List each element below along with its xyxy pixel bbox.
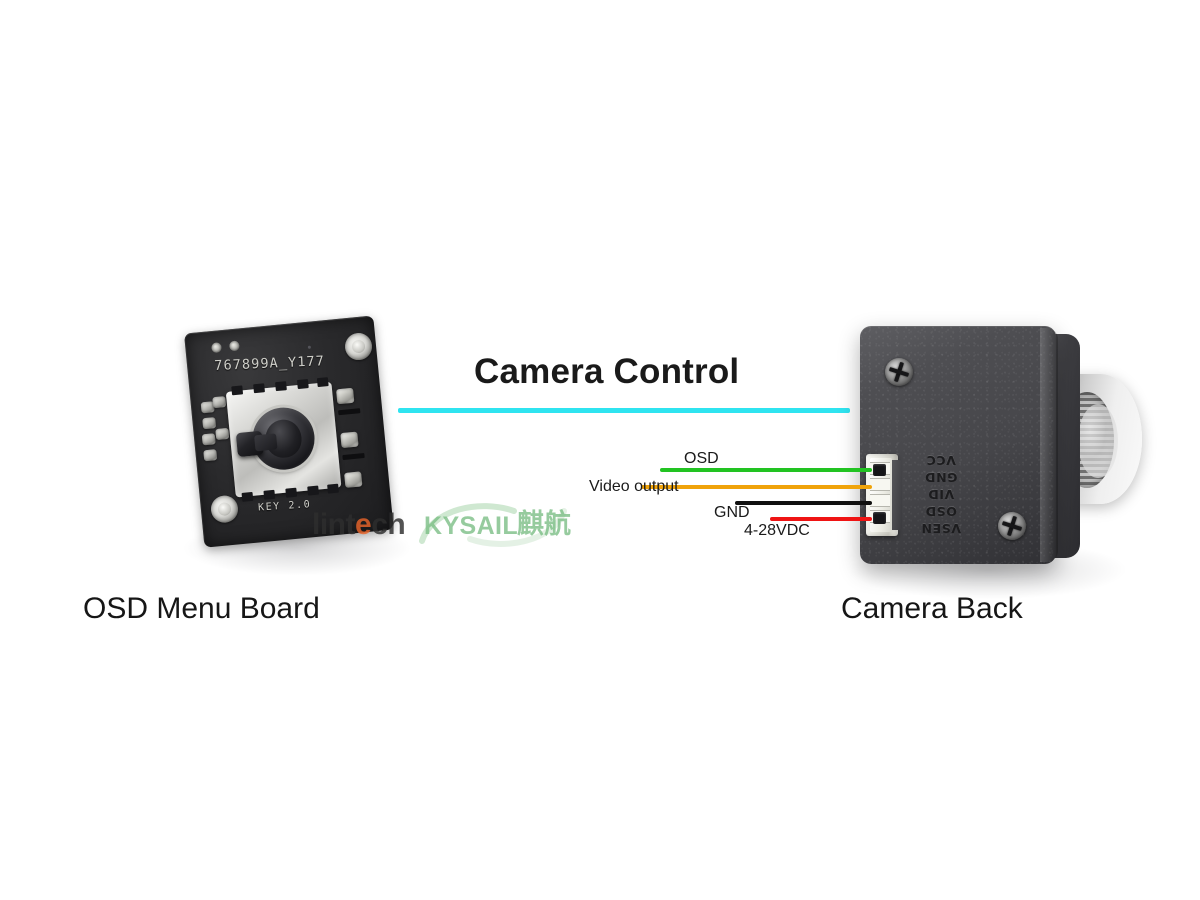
lens-glass bbox=[1078, 404, 1118, 478]
connector-pin-label-group: VSEN OSD VID GND VCC bbox=[906, 452, 976, 537]
wire-gnd bbox=[735, 501, 872, 505]
pin-label-gnd: GND bbox=[924, 470, 958, 485]
pin-label-vid: VID bbox=[927, 487, 955, 502]
caption-osd-menu-board: OSD Menu Board bbox=[83, 592, 320, 625]
wire-label-osd: OSD bbox=[684, 450, 719, 467]
jst-slot bbox=[870, 494, 890, 507]
watermark-brand-secondary: KYSAIL bbox=[424, 512, 519, 540]
jst-latch-tab bbox=[892, 460, 902, 530]
solder-pad bbox=[340, 431, 359, 449]
solder-pad bbox=[202, 417, 217, 430]
swoosh-icon bbox=[419, 503, 567, 547]
solder-pad bbox=[203, 449, 218, 462]
osd-menu-board: 767899A_Y177 KEY 2.0 bbox=[179, 309, 400, 557]
jst-slot bbox=[870, 478, 890, 491]
jst-pin bbox=[873, 464, 886, 476]
page-title: Camera Control bbox=[474, 352, 740, 391]
camera-back: VSEN OSD VID GND VCC bbox=[852, 312, 1142, 582]
wire-power bbox=[770, 517, 872, 521]
pin-label-vsen: VSEN bbox=[920, 521, 962, 536]
wire-label-gnd: GND bbox=[714, 504, 750, 521]
solder-pad bbox=[344, 471, 363, 488]
joystick-stem[interactable] bbox=[235, 430, 264, 458]
caption-camera-back: Camera Back bbox=[841, 592, 1023, 625]
jst-pin bbox=[873, 512, 886, 524]
pin-label-osd: OSD bbox=[925, 504, 957, 519]
phillips-screw-icon bbox=[885, 358, 913, 386]
phillips-screw-icon bbox=[998, 512, 1026, 540]
wire-osd bbox=[660, 468, 872, 472]
watermark-brand-cn: 麒航 bbox=[517, 509, 571, 540]
solder-pad bbox=[336, 387, 355, 405]
solder-pad bbox=[215, 427, 230, 441]
wire-video-output bbox=[641, 485, 872, 489]
solder-pad bbox=[201, 433, 216, 446]
solder-pad bbox=[212, 396, 227, 409]
camera-edge-bevel bbox=[1040, 328, 1058, 562]
pin-label-vcc: VCC bbox=[926, 453, 956, 468]
connection-line bbox=[398, 408, 850, 413]
wire-label-power: 4-28VDC bbox=[744, 522, 810, 539]
wire-label-video-output: Video output bbox=[589, 478, 679, 495]
